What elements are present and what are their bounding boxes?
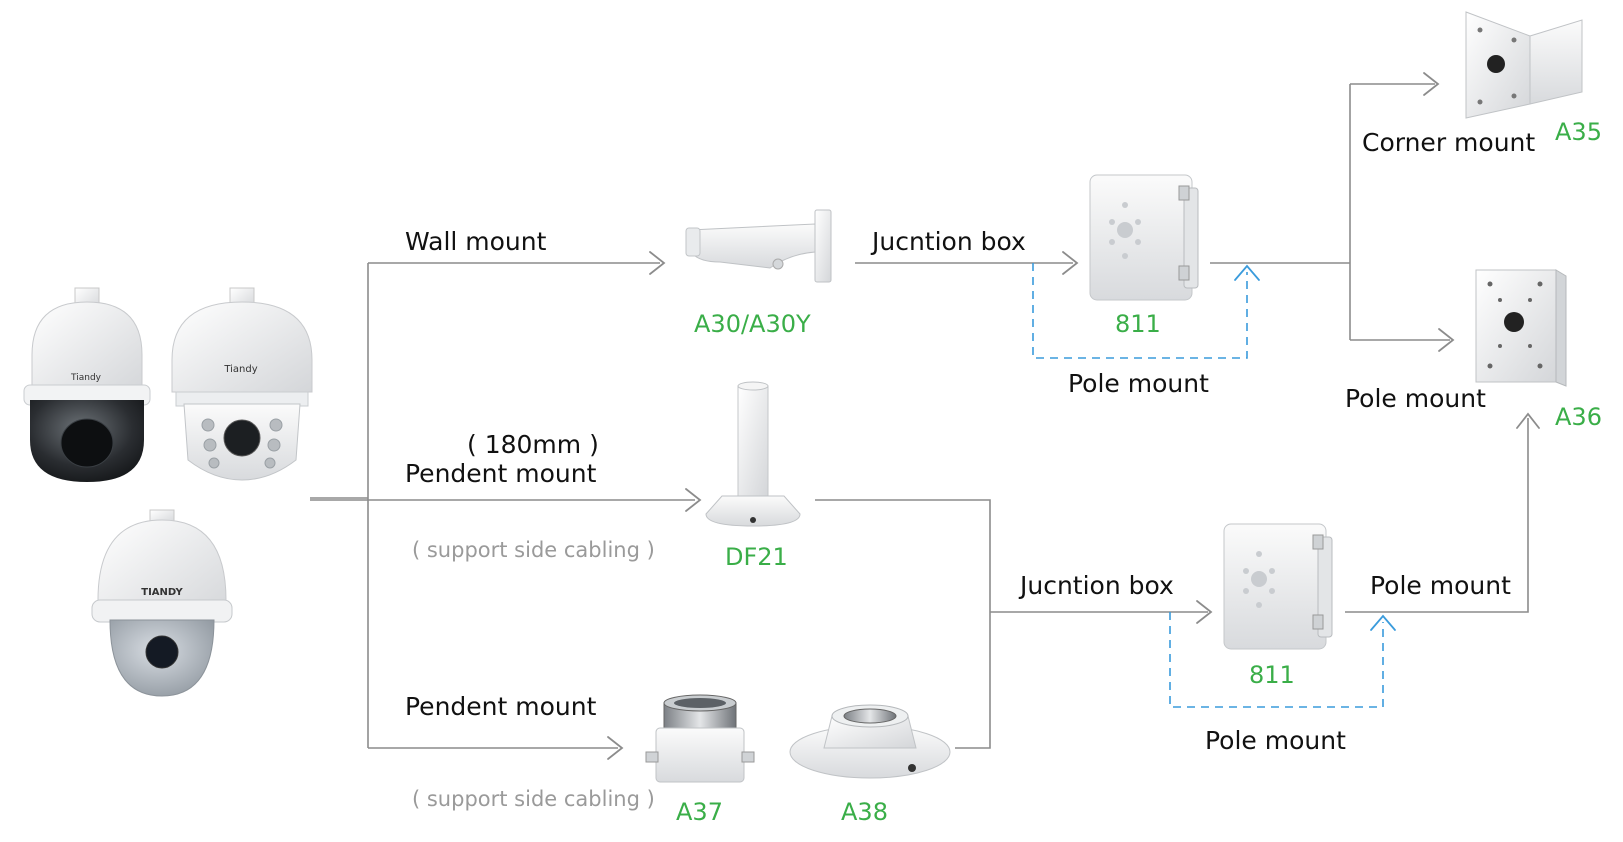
code-box-1: 811 [1115, 310, 1161, 338]
code-a30: A30/A30Y [694, 310, 811, 338]
brand-label-2: Tiandy [223, 364, 257, 375]
dashed-loop-1 [1032, 263, 1248, 359]
arrow-a36 [1438, 328, 1455, 352]
label-pole-mount-4: Pole mount [1205, 726, 1346, 755]
code-a38: A38 [841, 798, 888, 826]
wall-bracket-a30-image [685, 209, 832, 283]
junction-box-1-image [1089, 174, 1199, 301]
pendent-pole-df21-image [705, 381, 801, 527]
camera-2-image: Tiandy [171, 287, 313, 481]
arrow-a37 [607, 736, 624, 760]
brand-label-1: Tiandy [70, 373, 102, 383]
brand-label-3: TIANDY [141, 587, 183, 598]
arrowheads [607, 72, 1540, 760]
label-junction-box-1: Jucntion box [872, 227, 1026, 256]
adapter-a37-image [645, 694, 755, 783]
dashed-loops [1032, 263, 1384, 708]
label-junction-box-2: Jucntion box [1020, 571, 1174, 600]
label-wall-mount: Wall mount [405, 227, 547, 256]
pole-plate-a36-image [1475, 269, 1567, 387]
df21-return-line [815, 499, 991, 749]
arrow-corner [1423, 72, 1440, 96]
label-pole-mount-1: Pole mount [1068, 369, 1209, 398]
camera-3-image: TIANDY [91, 509, 233, 697]
label-pendent-size: ( 180mm ) [467, 430, 599, 459]
arrow-df21 [685, 488, 702, 512]
arrow-up-a36 [1516, 412, 1540, 429]
ceiling-plate-a38-image [789, 704, 951, 779]
code-a35: A35 [1555, 118, 1602, 146]
lower-box-to-a36-line [1345, 418, 1529, 613]
note-support-cabling-2: ( support side cabling ) [412, 787, 655, 811]
code-a37: A37 [676, 798, 723, 826]
label-pendent-mount-1: Pendent mount [405, 459, 597, 488]
arrow-box-1 [1062, 251, 1079, 275]
arrow-box-2 [1196, 600, 1213, 624]
note-support-cabling-1: ( support side cabling ) [412, 538, 655, 562]
corner-bracket-a35-image [1465, 11, 1583, 119]
label-pole-mount-2: Pole mount [1345, 384, 1486, 413]
code-df21: DF21 [725, 543, 788, 571]
dashed-loop-2 [1169, 612, 1384, 708]
dashed-arrow-2 [1370, 614, 1396, 631]
arrow-a30 [649, 251, 666, 275]
label-corner-mount: Corner mount [1362, 128, 1536, 157]
dashed-arrowheads [1234, 264, 1396, 631]
camera-1-image: Tiandy [23, 287, 151, 482]
label-pendent-mount-2: Pendent mount [405, 692, 597, 721]
label-pole-mount-3: Pole mount [1370, 571, 1511, 600]
junction-box-2-image [1223, 523, 1333, 650]
code-a36: A36 [1555, 403, 1602, 431]
dashed-arrow-1 [1234, 264, 1260, 281]
connector-lines [310, 83, 1529, 749]
code-box-2: 811 [1249, 661, 1295, 689]
